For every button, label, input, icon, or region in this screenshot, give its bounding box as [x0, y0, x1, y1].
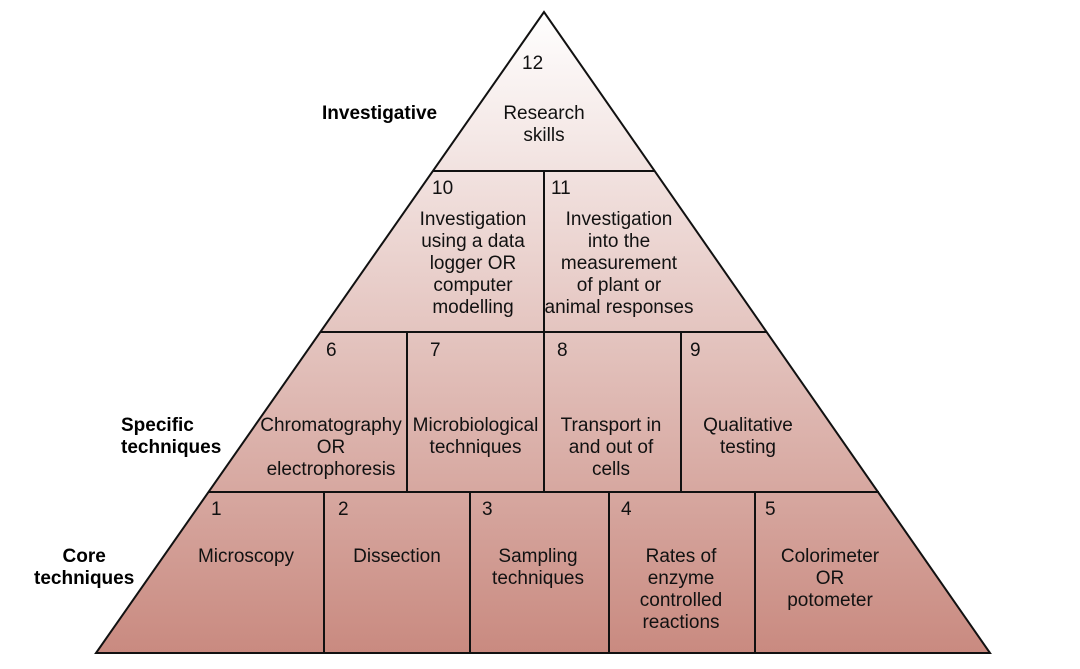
cell-enzyme-rates: Rates of enzyme controlled reactions — [639, 546, 723, 633]
cell-number: 6 — [326, 340, 337, 361]
cell-chromatography: Chromatography OR electrophoresis — [260, 415, 402, 480]
cell-microscopy: Microscopy — [197, 546, 295, 567]
cell-plant-animal-investigation: Investigation into the measurement of pl… — [544, 209, 694, 318]
cell-number: 9 — [690, 340, 701, 361]
cell-number: 11 — [551, 178, 571, 199]
cell-number: 1 — [211, 499, 222, 520]
cell-microbiological: Microbiological techniques — [412, 415, 539, 458]
cell-transport: Transport in and out of cells — [560, 415, 662, 480]
cell-number: 2 — [338, 499, 349, 520]
cell-number: 3 — [482, 499, 493, 520]
cell-research-skills: Research skills — [503, 103, 585, 146]
cell-number: 8 — [557, 340, 568, 361]
cell-number: 12 — [522, 53, 544, 74]
cell-number: 4 — [621, 499, 632, 520]
cell-qualitative-testing: Qualitative testing — [703, 415, 793, 458]
cell-number: 7 — [430, 340, 441, 361]
label-investigative: Investigative — [322, 103, 438, 124]
cell-number: 10 — [432, 178, 454, 199]
cell-colorimeter: Colorimeter OR potometer — [780, 546, 880, 611]
cell-sampling: Sampling techniques — [492, 546, 584, 589]
cell-data-logger-investigation: Investigation using a data logger OR com… — [419, 209, 527, 318]
label-specific-techniques: Specific techniques — [121, 415, 222, 458]
label-core-techniques: Core techniques — [34, 546, 135, 589]
cell-number: 5 — [765, 499, 776, 520]
cell-dissection: Dissection — [353, 546, 441, 567]
